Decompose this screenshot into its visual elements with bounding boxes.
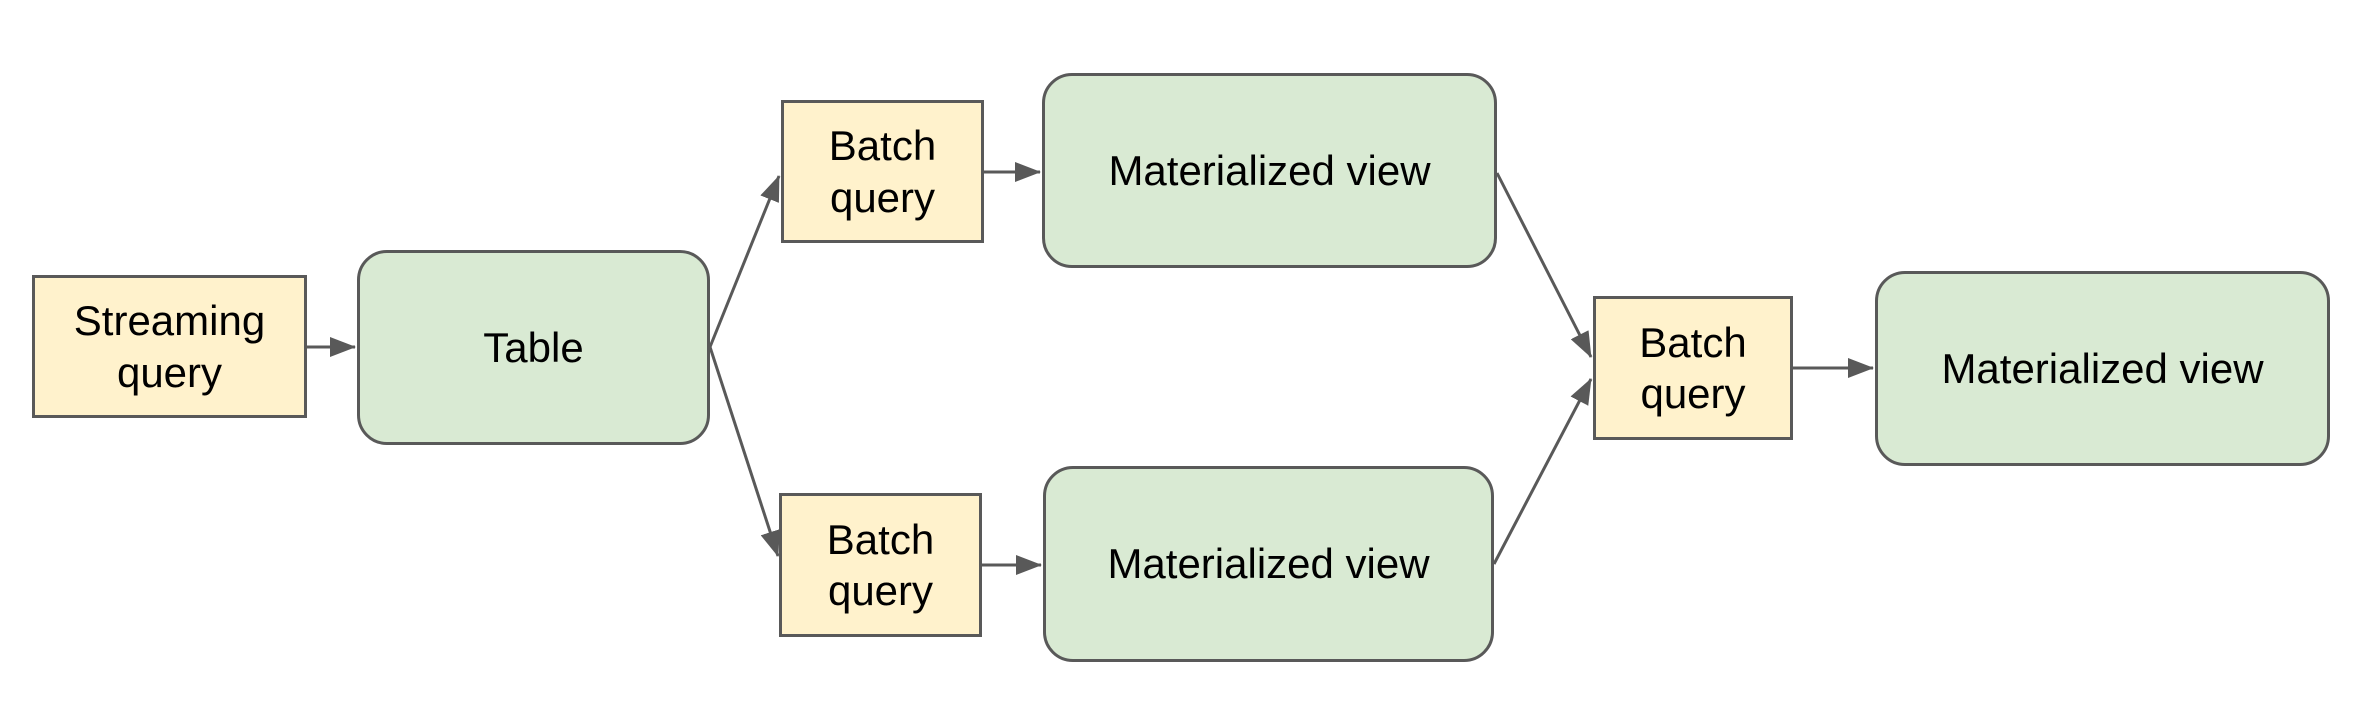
- node-materialized-view-bottom: Materialized view: [1043, 466, 1494, 662]
- node-table: Table: [357, 250, 710, 445]
- node-label: Materialized view: [1941, 344, 2264, 392]
- edge-materialized-view-bottom-to-batch-query-merge: [1492, 378, 1593, 565]
- node-label: Batch query: [828, 122, 937, 221]
- node-streaming-query: Streaming query: [32, 275, 307, 418]
- node-label: Batch query: [1639, 318, 1747, 417]
- node-batch-query-merge: Batch query: [1593, 296, 1793, 440]
- node-batch-query-bottom: Batch query: [779, 493, 982, 637]
- node-label: Materialized view: [1108, 146, 1431, 194]
- node-label: Materialized view: [1107, 540, 1430, 588]
- node-batch-query-top: Batch query: [781, 100, 984, 243]
- edge-materialized-view-top-to-batch-query-merge: [1495, 172, 1593, 358]
- node-materialized-view-final: Materialized view: [1875, 271, 2330, 466]
- edge-table-to-batch-query-top: [708, 175, 781, 348]
- node-label: Batch query: [826, 515, 935, 614]
- node-label: Streaming query: [73, 297, 266, 396]
- node-label: Table: [483, 323, 584, 371]
- edge-table-to-batch-query-bottom: [708, 346, 780, 557]
- node-materialized-view-top: Materialized view: [1042, 73, 1497, 268]
